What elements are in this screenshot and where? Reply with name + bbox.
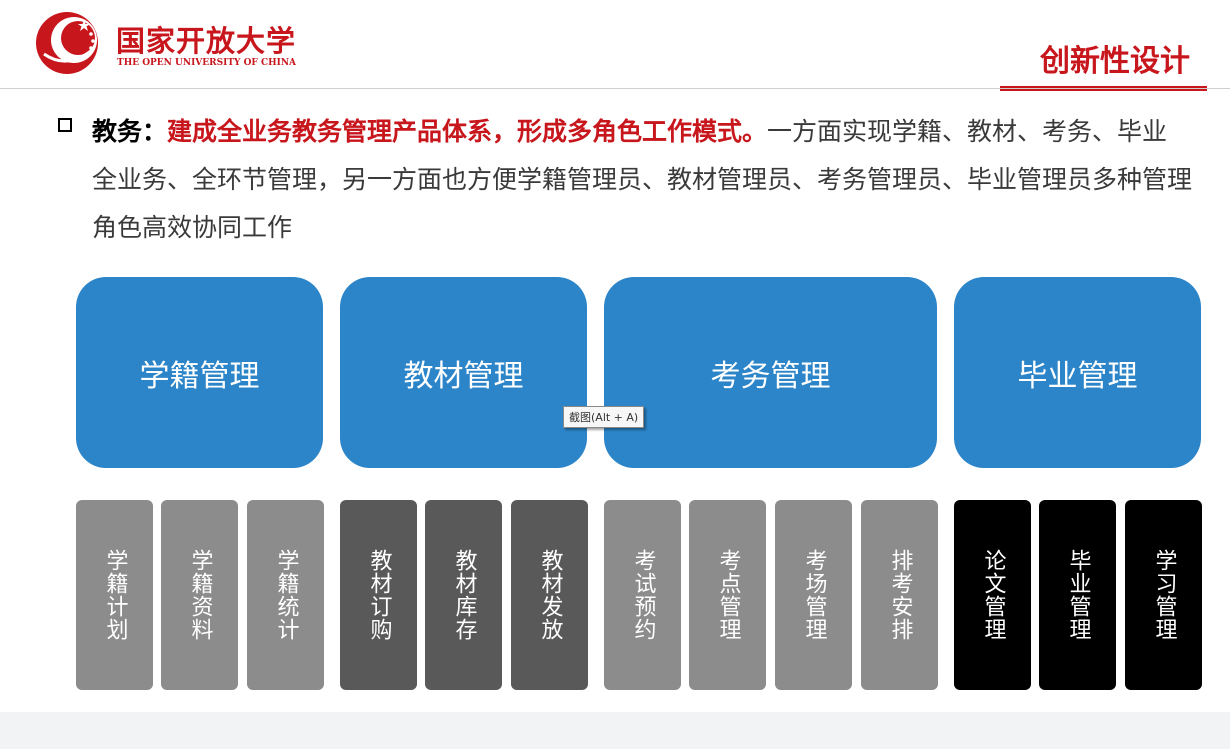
header-divider: [0, 88, 1230, 89]
subitem-exam-site: 考点管理: [689, 500, 766, 690]
subitem-exam-schedule: 排考安排: [861, 500, 938, 690]
slide: 国家开放大学 THE OPEN UNIVERSITY OF CHINA 创新性设…: [0, 12, 1230, 690]
subitem-enrollment-plan: 学籍计划: [76, 500, 153, 690]
subitem-textbook-distribution: 教材发放: [511, 500, 588, 690]
section-title: 创新性设计: [1040, 44, 1190, 79]
square-bullet-icon: [58, 118, 72, 132]
card-student-records: 学籍管理: [76, 277, 323, 468]
paragraph-label: 教务：: [92, 117, 168, 146]
description-paragraph: 教务：建成全业务教务管理产品体系，形成多角色工作模式。一方面实现学籍、教材、考务…: [92, 108, 1192, 252]
university-logo-icon: [36, 12, 98, 74]
paragraph-highlight: 建成全业务教务管理产品体系，形成多角色工作模式。: [167, 117, 768, 146]
bottom-band: [0, 712, 1230, 749]
subitem-exam-booking: 考试预约: [604, 500, 681, 690]
subitem-graduation: 毕业管理: [1039, 500, 1116, 690]
subitem-study: 学习管理: [1125, 500, 1202, 690]
paragraph-body: 一方面实现学籍、教材、考务、毕业全业务、全环节管理，另一方面也方便学籍管理员、教…: [92, 117, 1193, 242]
card-textbook: 教材管理: [340, 277, 587, 468]
subitem-enrollment-stats: 学籍统计: [247, 500, 324, 690]
card-exam-affairs: 考务管理: [604, 277, 937, 468]
subitem-exam-room: 考场管理: [775, 500, 852, 690]
subitem-thesis: 论文管理: [954, 500, 1031, 690]
screenshot-tooltip: 截图(Alt + A): [563, 406, 645, 428]
logo-chinese-name: 国家开放大学: [116, 24, 297, 58]
subitem-textbook-order: 教材订购: [340, 500, 417, 690]
logo-english-name: THE OPEN UNIVERSITY OF CHINA: [117, 58, 297, 68]
card-graduation: 毕业管理: [954, 277, 1201, 468]
subitem-textbook-stock: 教材库存: [425, 500, 502, 690]
subitem-enrollment-records: 学籍资料: [161, 500, 238, 690]
